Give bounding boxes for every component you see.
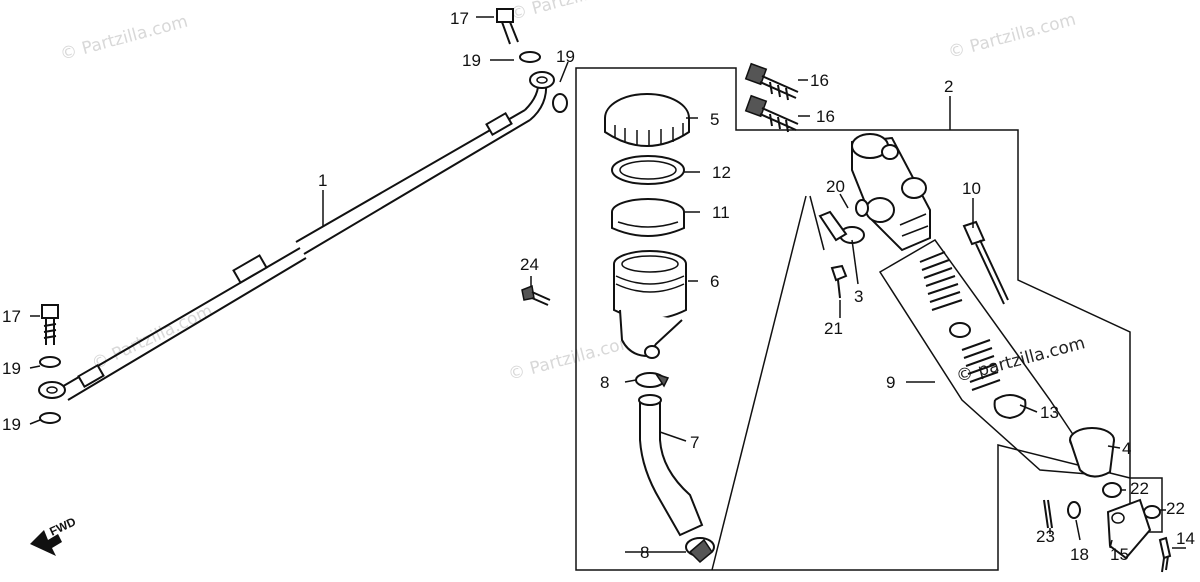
screw-21 (830, 264, 848, 299)
callout-16-upper: 16 (810, 71, 829, 90)
pin-14 (1158, 536, 1172, 573)
o-ring (855, 199, 869, 217)
callout-1: 1 (318, 171, 327, 190)
callout-9: 9 (886, 373, 895, 392)
forward-arrow: FWD (30, 514, 78, 556)
reservoir-cap (604, 93, 690, 147)
hose-fitting-lower (38, 304, 66, 424)
push-rod (962, 220, 1009, 305)
piston-cup (949, 322, 971, 338)
callout-20: 20 (826, 177, 845, 196)
callout-22-lower: 22 (1166, 499, 1185, 518)
callout-24: 24 (520, 255, 539, 274)
diaphragm-seal (611, 155, 685, 185)
callout-2: 2 (944, 77, 953, 96)
callout-12: 12 (712, 163, 731, 182)
callout-14: 14 (1176, 529, 1195, 548)
callout-19-lower: 19 (2, 415, 21, 434)
master-cylinder-body (851, 133, 931, 252)
callout-11: 11 (712, 203, 730, 222)
watermark: © Partzilla.com (508, 0, 640, 25)
watermark: © Partzilla.com (58, 12, 190, 65)
callout-10: 10 (962, 179, 981, 198)
watermark: © Partzilla.com (946, 10, 1078, 63)
hose-clamp-upper (635, 372, 670, 388)
callout-13: 13 (1040, 403, 1059, 422)
callout-19-mid: 19 (2, 359, 21, 378)
bolt-16-upper (744, 62, 799, 101)
reservoir (613, 250, 687, 359)
snap-ring (993, 394, 1027, 420)
callout-22-upper: 22 (1130, 479, 1149, 498)
callout-6: 6 (710, 272, 719, 291)
callout-19-upper-left: 19 (462, 51, 481, 70)
bolt-16-lower (744, 94, 799, 133)
forward-label: FWD (47, 514, 78, 538)
callout-8-lower: 8 (640, 543, 649, 562)
callout-17-upper: 17 (450, 9, 469, 28)
hose-fitting-upper (496, 8, 568, 113)
bolt-24 (521, 284, 551, 306)
callout-5: 5 (710, 110, 719, 129)
callout-16-lower: 16 (816, 107, 835, 126)
callout-17-lower: 17 (2, 307, 21, 326)
callout-19-upper-right: 19 (556, 47, 575, 66)
callout-4: 4 (1122, 439, 1131, 458)
cotter-pin-23 (1043, 499, 1053, 529)
callout-3: 3 (854, 287, 863, 306)
spring (919, 251, 963, 311)
diaphragm-plate (611, 198, 685, 237)
assembly-outline (575, 67, 1163, 571)
callout-21: 21 (824, 319, 843, 338)
callout-15: 15 (1110, 545, 1129, 564)
callout-23: 23 (1036, 527, 1055, 546)
joint-clevis (1106, 498, 1152, 560)
brake-hose (59, 79, 548, 401)
piston (961, 339, 1001, 391)
callout-8-upper: 8 (600, 373, 609, 392)
callout-18: 18 (1070, 545, 1089, 564)
boot (1069, 427, 1115, 478)
callout-7: 7 (690, 433, 699, 452)
reservoir-hose (638, 394, 704, 537)
inlet-joint (818, 210, 865, 244)
hose-clamp-lower (685, 537, 715, 564)
callout-numbers: 1 2 3 4 5 6 7 8 8 9 10 11 12 13 14 15 16… (2, 9, 1195, 564)
watermark: © Partzilla.com (506, 332, 638, 385)
washer-18 (1067, 501, 1081, 519)
leader-lines (29, 16, 1186, 553)
watermark: © Partzilla.com (89, 301, 216, 375)
